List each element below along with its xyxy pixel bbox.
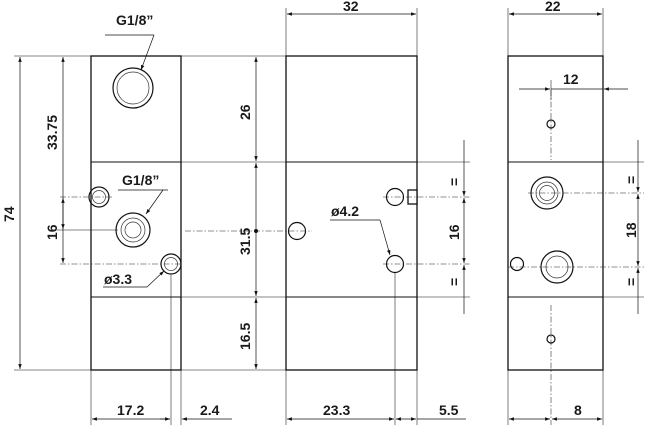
end-dim-12-label: 12 bbox=[563, 71, 579, 87]
front-dim-33-75-label: 33.75 bbox=[44, 115, 60, 150]
front-top-port-hole bbox=[112, 67, 154, 109]
front-mount-hole-label: ø3.3 bbox=[104, 271, 132, 287]
front-top-port-thread bbox=[116, 71, 150, 105]
side-dim-32-label: 32 bbox=[343, 0, 359, 14]
front-dim-16-label: 16 bbox=[44, 224, 60, 240]
side-dim-16-5-label: 16.5 bbox=[237, 323, 253, 350]
end-dim-22-label: 22 bbox=[545, 0, 561, 14]
front-view: G1/8” G1/8” ø3.3 74 33.75 16 bbox=[1, 12, 232, 425]
end-body-outline bbox=[507, 55, 604, 371]
front-dim-17-2-label: 17.2 bbox=[117, 402, 144, 418]
side-dim-16-label: 16 bbox=[446, 224, 462, 240]
front-top-port-label: G1/8” bbox=[116, 12, 153, 28]
front-dim-74-label: 74 bbox=[1, 206, 17, 222]
side-hole-leader bbox=[379, 219, 391, 256]
side-dim-31-5-label: 31.5 bbox=[237, 228, 253, 255]
front-mid-port-leader bbox=[145, 189, 164, 215]
end-dim-18-label: 18 bbox=[623, 222, 639, 238]
front-top-port-leader bbox=[140, 34, 155, 71]
side-dim-26-label: 26 bbox=[237, 104, 253, 120]
front-dim-2-4-label: 2.4 bbox=[200, 402, 220, 418]
end-left-hole bbox=[509, 256, 525, 272]
side-dim-5-5-label: 5.5 bbox=[439, 402, 459, 418]
front-mount-hole-leader bbox=[146, 270, 165, 288]
side-hole-label: ø4.2 bbox=[331, 203, 359, 219]
front-mid-port-thread bbox=[120, 217, 146, 243]
end-view: 22 12 18 = = 8 bbox=[507, 0, 644, 425]
front-mid-port-bore bbox=[124, 221, 142, 239]
side-view: 32 26 31.5 16.5 ø4.2 16 = = 23.3 5.5 bbox=[181, 0, 470, 425]
front-mid-port-label: G1/8” bbox=[122, 172, 159, 188]
side-equal-mark-top: = bbox=[446, 178, 462, 186]
side-dim-23-3-label: 23.3 bbox=[323, 402, 350, 418]
side-equal-mark-bottom: = bbox=[446, 278, 462, 286]
end-lower-port-hole bbox=[540, 250, 574, 284]
end-equal-mark-bottom: = bbox=[623, 278, 639, 286]
end-equal-mark-top: = bbox=[623, 176, 639, 184]
end-dim-8-label: 8 bbox=[574, 402, 582, 418]
